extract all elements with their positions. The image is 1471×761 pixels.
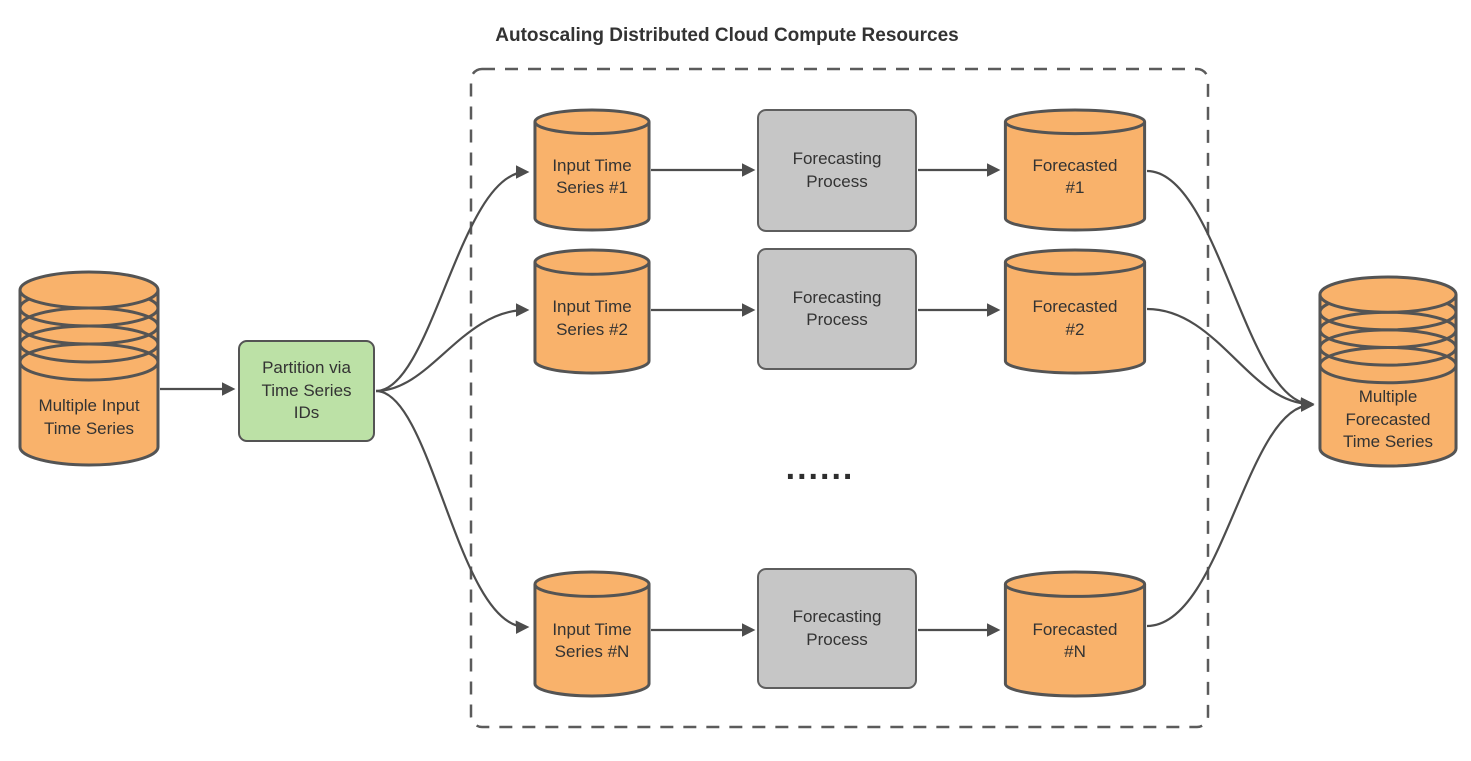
node-label: Forecasting Process (792, 149, 882, 191)
group-title: Autoscaling Distributed Cloud Compute Re… (495, 25, 959, 46)
node-label: Forecasted #1 (1032, 155, 1118, 197)
database-cylinder-icon (533, 108, 651, 232)
node-forecasted-1: Forecasted #1 (1003, 108, 1147, 232)
database-cylinder-icon (1003, 248, 1147, 375)
node-label: Input Time Series #N (552, 619, 632, 661)
node-forecasting-process-2: Forecasting Process (757, 248, 917, 370)
node-input-time-series-1: Input Time Series #1 (533, 108, 651, 232)
database-cylinder-icon (1003, 570, 1147, 698)
node-partition-via-time-series-ids: Partition via Time Series IDs (238, 340, 375, 442)
edge-partition-to-row2 (375, 303, 530, 393)
node-multiple-input-time-series: Multiple Input Time Series (18, 270, 160, 467)
edge-partition-to-row1 (375, 165, 530, 393)
node-label: Input Time Series #2 (552, 297, 632, 339)
node-forecasted-2: Forecasted #2 (1003, 248, 1147, 375)
edge-row1-to-outputstore (1146, 169, 1315, 411)
database-cylinder-icon (1003, 108, 1147, 232)
node-input-time-series-2: Input Time Series #2 (533, 248, 651, 375)
node-label: Input Time Series #1 (552, 155, 632, 197)
node-label: Multiple Forecasted Time Series (1342, 387, 1434, 451)
autoscaling-group-frame (469, 67, 1210, 729)
node-label: Forecasted #N (1032, 619, 1118, 661)
node-forecasting-process-1: Forecasting Process (757, 109, 917, 232)
node-label: Multiple Input Time Series (38, 396, 140, 438)
edge-row2-to-outputstore (1146, 307, 1315, 411)
database-multi-icon (18, 270, 160, 467)
node-label: Forecasting Process (792, 287, 882, 329)
edge-partition-to-rowN (375, 389, 530, 634)
node-input-time-series-n: Input Time Series #N (533, 570, 651, 698)
node-forecasting-process-n: Forecasting Process (757, 568, 917, 689)
edge-rowN-to-outputstore (1146, 398, 1315, 628)
ellipsis-dots: ...... (785, 449, 855, 487)
node-multiple-forecasted-time-series: Multiple Forecasted Time Series (1318, 275, 1458, 468)
database-multi-icon (1318, 275, 1458, 468)
database-cylinder-icon (533, 570, 651, 698)
node-label: Partition via Time Series IDs (261, 358, 352, 423)
node-label: Forecasting Process (792, 607, 882, 649)
node-label: Forecasted #2 (1032, 297, 1118, 339)
node-forecasted-n: Forecasted #N (1003, 570, 1147, 698)
database-cylinder-icon (533, 248, 651, 375)
